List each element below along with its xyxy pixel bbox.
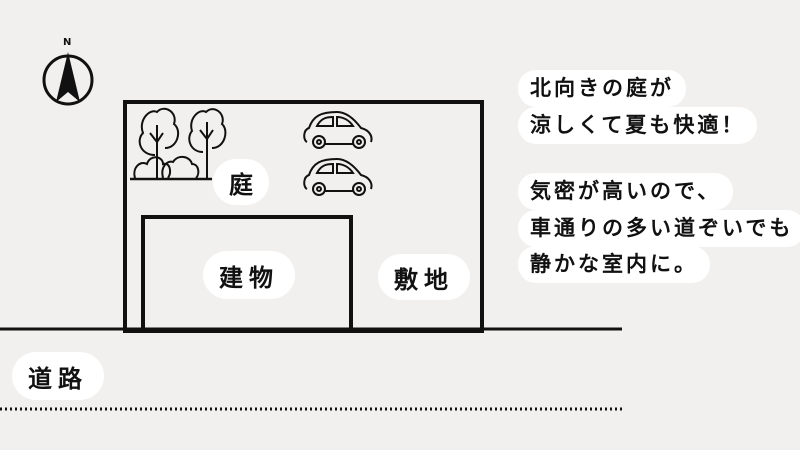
note-2-line-2: 車通りの多い道ぞいでも (518, 210, 800, 247)
car-icon (303, 110, 373, 149)
lot-label: 敷地 (378, 254, 470, 300)
note-2-line-1: 気密が高いので、 (518, 173, 734, 210)
building-outline (141, 215, 353, 333)
note-1-line-2: 涼しくて夏も快適！ (518, 107, 758, 144)
note-2-line-3: 静かな室内に。 (518, 246, 710, 283)
bush-icon (133, 156, 200, 179)
tree-icon (138, 107, 227, 178)
car-icon (303, 157, 373, 196)
compass-north-label: N (63, 37, 72, 48)
note-1-line-1: 北向きの庭が (518, 70, 686, 107)
garden-label: 庭 (213, 159, 269, 205)
road-label: 道路 (12, 352, 104, 400)
building-label: 建物 (203, 251, 295, 299)
north-compass-icon (42, 52, 94, 106)
